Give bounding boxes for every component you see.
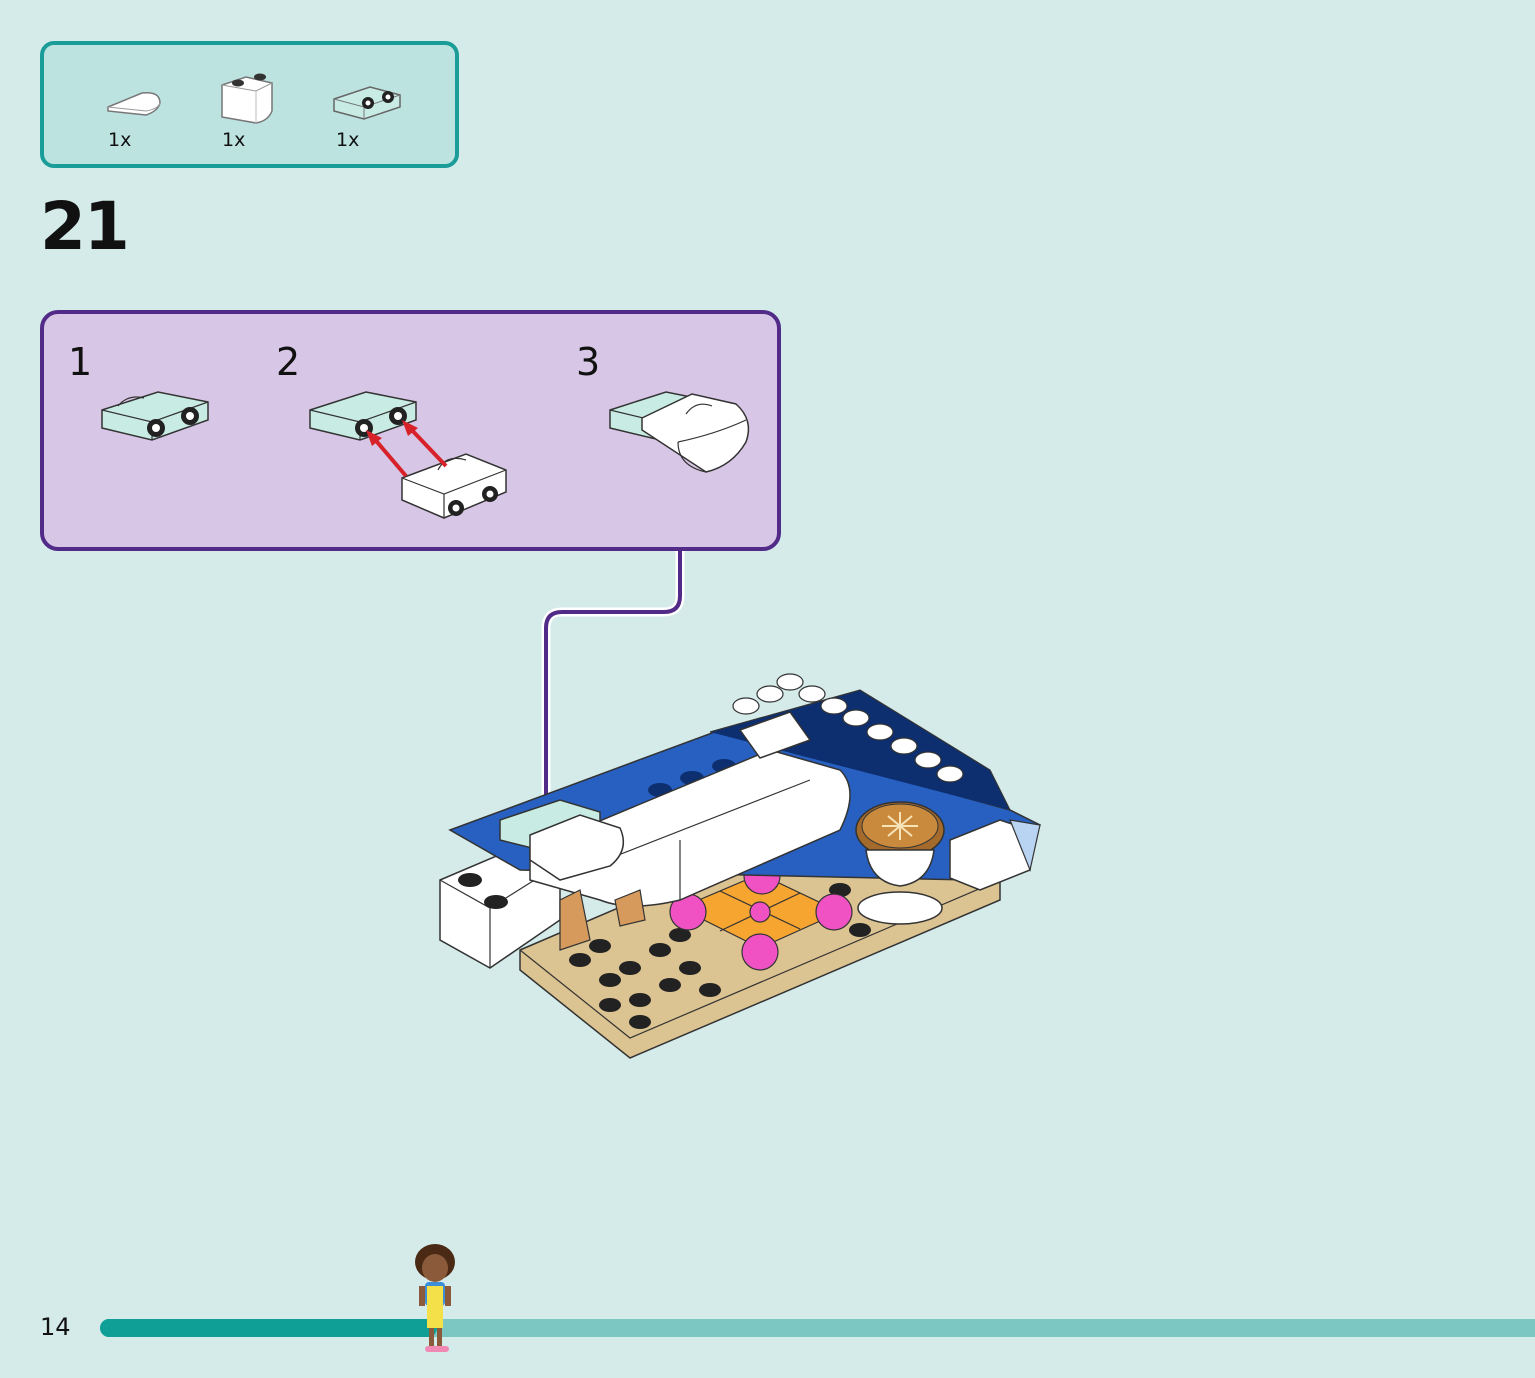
bracket-plate-icon: [333, 86, 401, 120]
curved-slope-piece-icon: [107, 91, 161, 116]
substep-number: 2: [276, 340, 301, 384]
part-quantity: 1x: [108, 129, 132, 151]
part-item: 1x: [216, 71, 296, 161]
substep-number: 1: [68, 340, 93, 384]
part-item: 1x: [102, 71, 182, 161]
completed-subassembly-illustration: [609, 391, 750, 473]
part-quantity: 1x: [336, 129, 360, 151]
step-number: 21: [40, 188, 130, 265]
main-model-illustration: [439, 673, 1041, 1059]
bracket-attach-illustration: [309, 391, 507, 519]
minifigure-avatar-icon: [415, 1244, 455, 1352]
part-quantity: 1x: [222, 129, 246, 151]
parts-list-callout: 1x 1x 1x: [40, 41, 459, 168]
white-curved-brick-icon: [221, 73, 273, 124]
part-item: 1x: [330, 71, 410, 161]
substep-number: 3: [576, 340, 601, 384]
page-number: 14: [40, 1313, 71, 1341]
progress-bar: [100, 1319, 1535, 1337]
bracket-plate-illustration: [101, 391, 209, 441]
progress-bar-fill: [100, 1319, 438, 1337]
subassembly-callout: 1 2 3: [40, 310, 781, 551]
